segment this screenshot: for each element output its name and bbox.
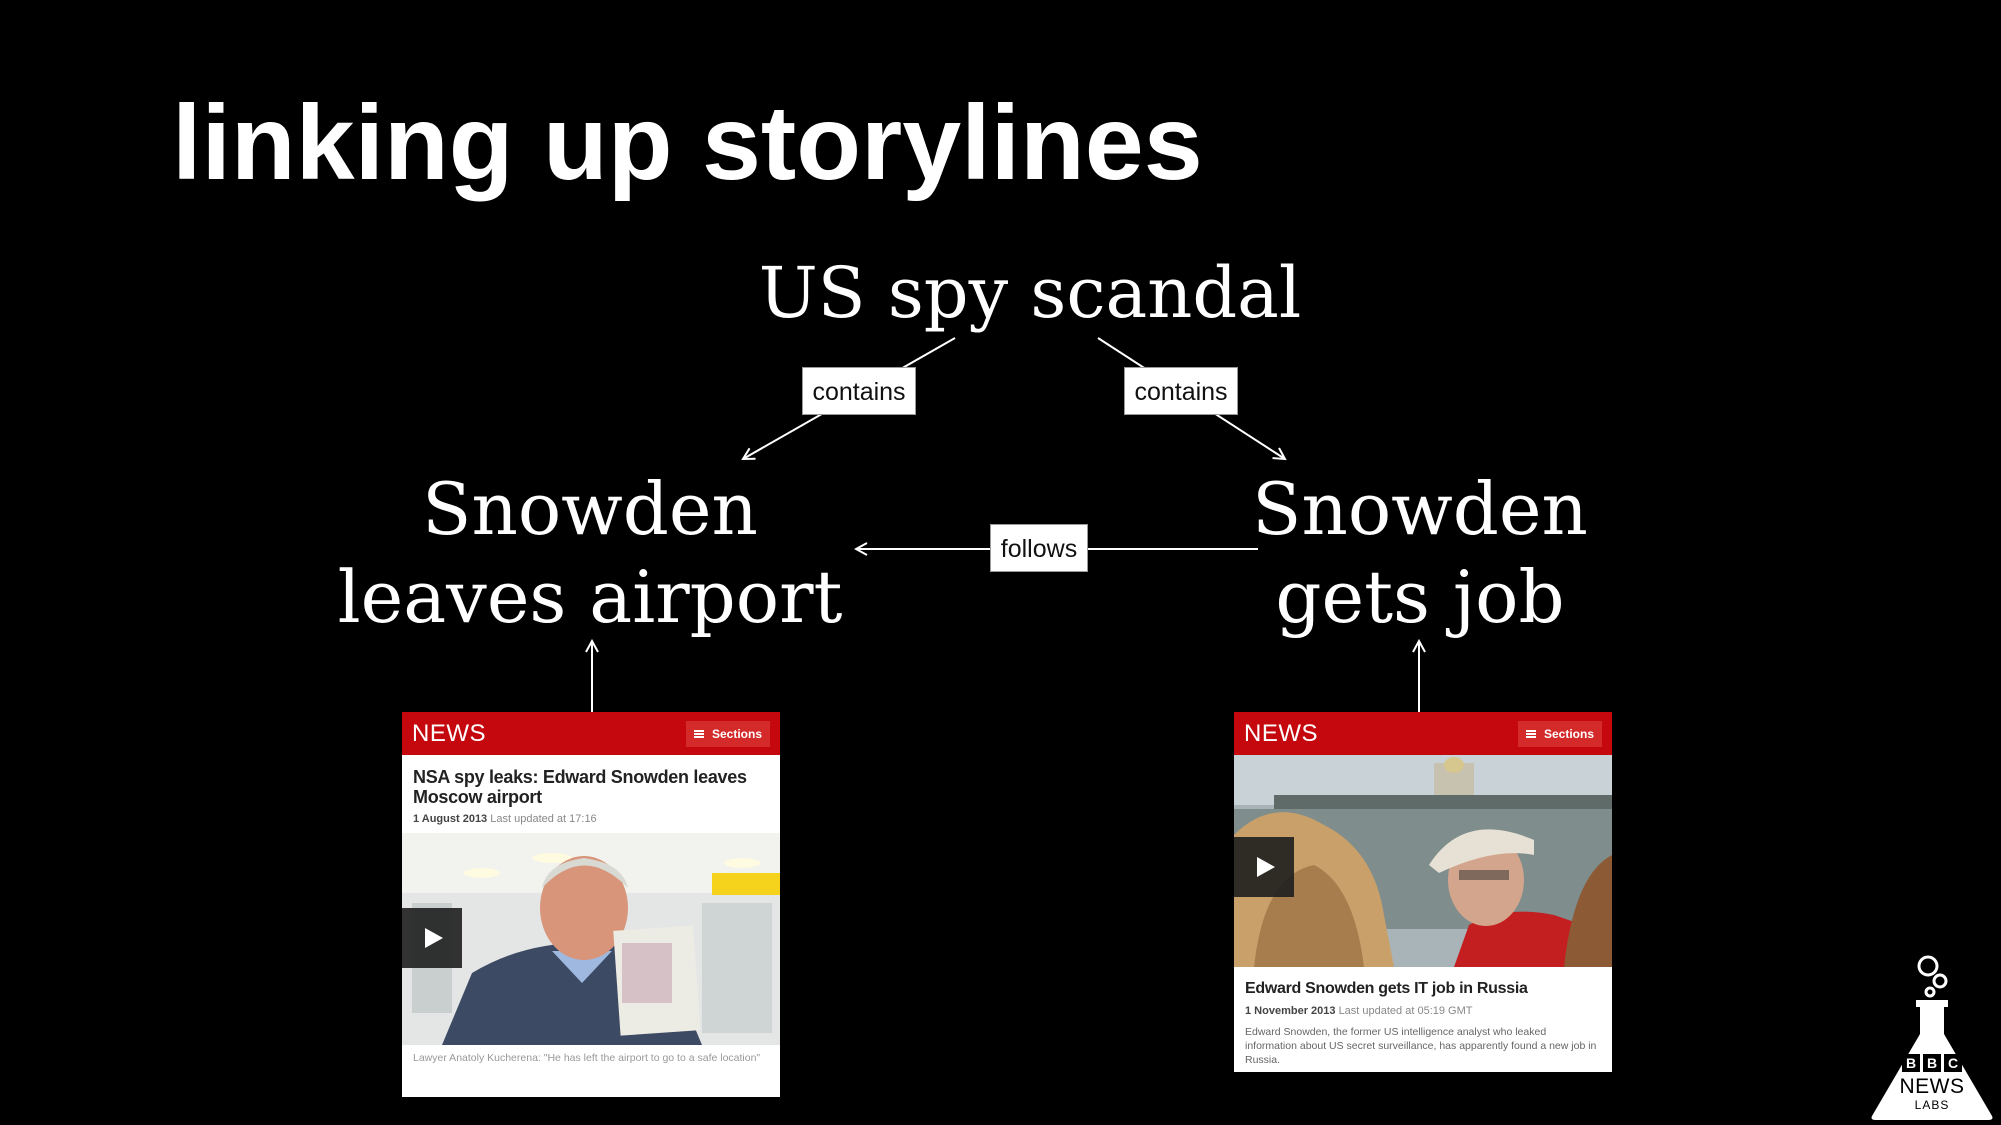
news-card-header: NEWS Sections — [1234, 712, 1612, 755]
news-card-body: Edward Snowden gets IT job in Russia 1 N… — [1234, 967, 1612, 1072]
bbc-blocks: B B C — [1868, 1054, 1996, 1072]
play-icon[interactable] — [402, 908, 462, 968]
menu-icon — [1525, 729, 1536, 738]
node-right-line2: gets job — [1275, 555, 1565, 639]
news-updated: Last updated at 17:16 — [490, 813, 597, 825]
logo-text: B B C NEWS LABS — [1868, 1050, 1996, 1112]
news-brand: NEWS — [1244, 719, 1318, 747]
bbc-block-c: C — [1944, 1054, 1962, 1072]
bbc-block-b2: B — [1923, 1054, 1941, 1072]
sections-button[interactable]: Sections — [685, 720, 770, 747]
slide-title: linking up storylines — [172, 84, 1203, 202]
news-summary: Edward Snowden, the former US intelligen… — [1245, 1026, 1597, 1066]
node-left-line1: Snowden — [422, 467, 758, 551]
sections-label: Sections — [1543, 726, 1594, 741]
news-brand: NEWS — [412, 719, 486, 747]
news-card-job[interactable]: NEWS Sections Edward Snowden gets IT job… — [1234, 712, 1612, 1072]
menu-icon — [693, 729, 704, 738]
node-us-spy-scandal: US spy scandal — [758, 252, 1302, 334]
news-video-thumbnail[interactable] — [402, 833, 780, 1045]
sections-button[interactable]: Sections — [1517, 720, 1602, 747]
node-snowden-leaves-airport: Snowden leaves airport — [300, 465, 880, 641]
news-card-header: NEWS Sections — [402, 712, 780, 755]
news-caption: Lawyer Anatoly Kucherena: "He has left t… — [413, 1052, 761, 1064]
node-snowden-gets-job: Snowden gets job — [1220, 465, 1620, 641]
video-still-snowden — [1234, 755, 1612, 967]
node-right-line1: Snowden — [1252, 467, 1588, 551]
news-updated: Last updated at 05:19 GMT — [1338, 1005, 1473, 1017]
news-date: 1 November 2013 — [1245, 1005, 1336, 1017]
node-left-line2: leaves airport — [337, 555, 843, 639]
news-card-airport[interactable]: NEWS Sections NSA spy leaks: Edward Snow… — [402, 712, 780, 1097]
bbc-block-b1: B — [1902, 1054, 1920, 1072]
sections-label: Sections — [711, 726, 762, 741]
news-date: 1 August 2013 — [413, 813, 488, 825]
news-video-thumbnail[interactable] — [1234, 755, 1612, 967]
edge-label-contains-right: contains — [1124, 367, 1238, 415]
logo-labs: LABS — [1914, 1098, 1950, 1112]
news-date-line: 1 November 2013 Last updated at 05:19 GM… — [1245, 1005, 1601, 1017]
play-icon[interactable] — [1234, 837, 1294, 897]
news-headline[interactable]: NSA spy leaks: Edward Snowden leaves Mos… — [413, 767, 747, 807]
news-headline[interactable]: Edward Snowden gets IT job in Russia — [1245, 980, 1528, 997]
news-card-body: NSA spy leaks: Edward Snowden leaves Mos… — [402, 755, 780, 833]
news-date-line: 1 August 2013 Last updated at 17:16 — [413, 813, 769, 825]
edge-label-follows: follows — [990, 524, 1088, 572]
logo-news: NEWS — [1899, 1075, 1965, 1098]
edge-label-contains-left: contains — [802, 367, 916, 415]
